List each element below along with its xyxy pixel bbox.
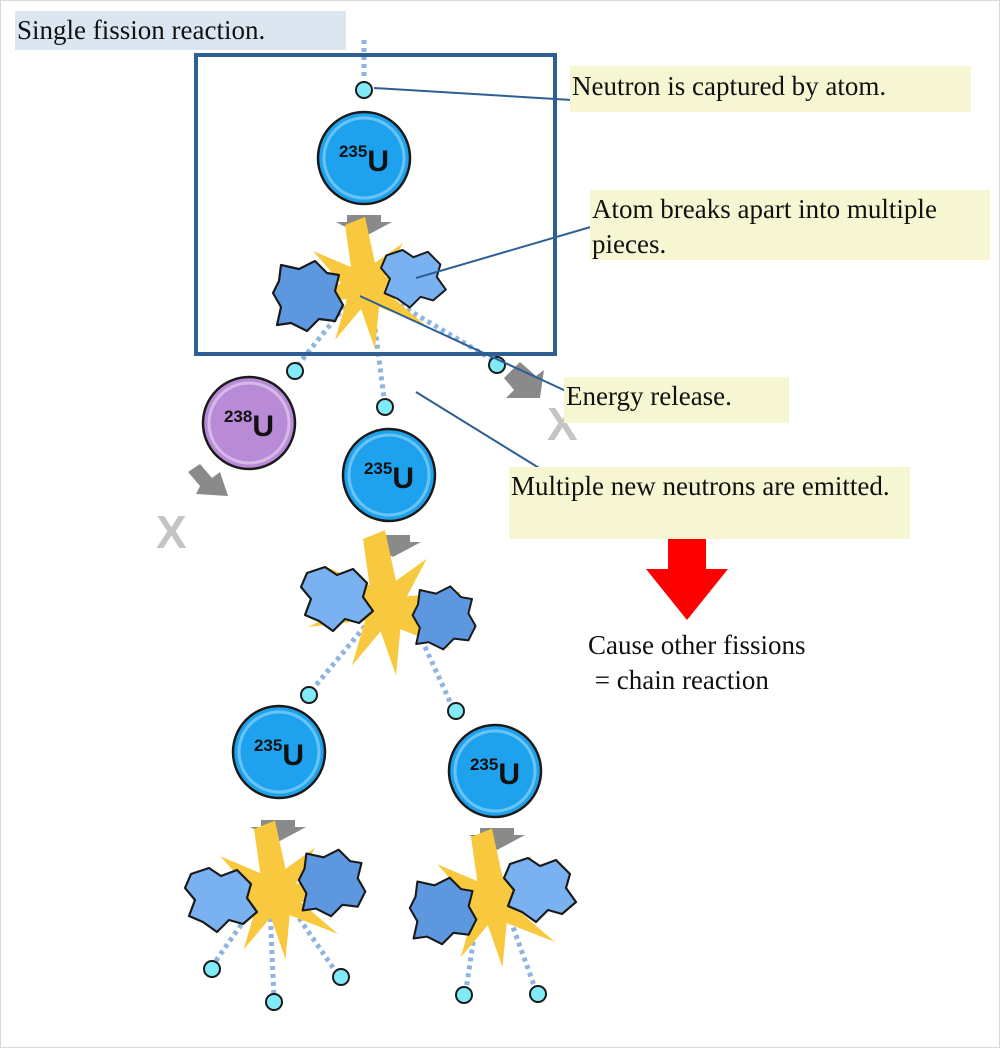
fission-event-2 bbox=[299, 530, 477, 676]
svg-text:235U: 235U bbox=[470, 755, 520, 791]
fission-event-4 bbox=[408, 828, 578, 968]
fission-event-1 bbox=[271, 217, 447, 349]
note-neutrons-emitted: Multiple new neutrons are emitted. bbox=[509, 467, 910, 539]
svg-text:235U: 235U bbox=[254, 736, 304, 772]
note-energy-release: Energy release. bbox=[564, 377, 789, 423]
blocked-x-icon: X bbox=[156, 506, 187, 558]
neutron bbox=[455, 986, 473, 1004]
chain-line-2: = chain reaction bbox=[588, 665, 769, 695]
note-chain-reaction: Cause other fissions = chain reaction bbox=[588, 628, 888, 698]
chain-reaction-arrow-icon bbox=[646, 524, 728, 620]
note-atom-breaks-apart: Atom breaks apart into multiple pieces. bbox=[590, 190, 990, 260]
fission-event-3 bbox=[183, 820, 367, 960]
svg-text:235U: 235U bbox=[364, 459, 414, 495]
diagonal-arrow-icon bbox=[504, 362, 544, 398]
u235-atom: 235U bbox=[316, 110, 412, 206]
note-neutron-captured: Neutron is captured by atom. bbox=[570, 66, 971, 112]
u235-atom: 235U bbox=[341, 427, 437, 523]
svg-text:235U: 235U bbox=[339, 142, 389, 178]
u235-atom: 235U bbox=[447, 723, 543, 819]
neutron bbox=[447, 702, 465, 720]
u238-atom: 238U bbox=[201, 375, 297, 471]
neutron bbox=[529, 985, 547, 1003]
u235-atom: 235U bbox=[231, 704, 327, 800]
neutron bbox=[376, 398, 394, 416]
neutron bbox=[286, 362, 304, 380]
svg-text:238U: 238U bbox=[224, 407, 274, 443]
callout-lines bbox=[359, 87, 595, 477]
chain-line-1: Cause other fissions bbox=[588, 630, 806, 660]
neutron bbox=[332, 968, 350, 986]
neutron bbox=[265, 993, 283, 1011]
neutron-trails bbox=[212, 40, 538, 997]
neutron bbox=[300, 686, 318, 704]
single-fission-highlight-box bbox=[194, 53, 557, 356]
diagram-title: Single fission reaction. bbox=[15, 11, 346, 50]
neutron bbox=[203, 960, 221, 978]
neutrons bbox=[203, 81, 547, 1011]
diagonal-arrow-icon bbox=[188, 464, 228, 496]
neutron-incoming bbox=[355, 81, 373, 99]
